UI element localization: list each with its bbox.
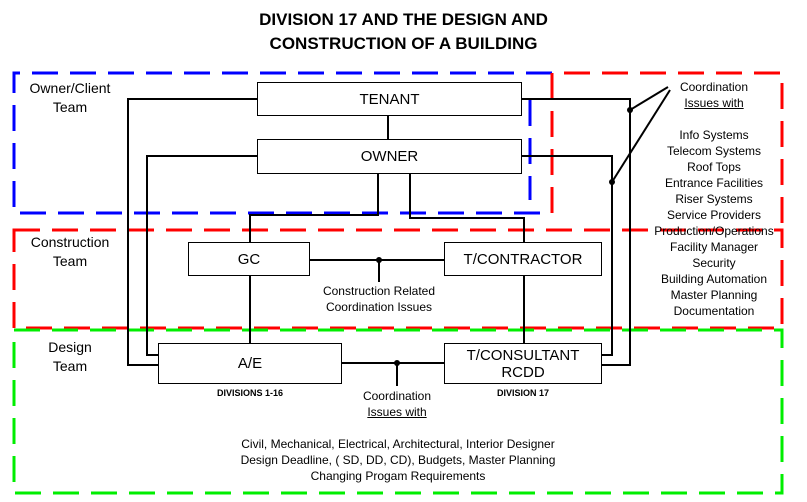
tenant-box-label: TENANT	[359, 90, 420, 108]
owner-box-label: OWNER	[360, 148, 419, 165]
right-coordination-item: Entrance Facilities	[664, 176, 764, 190]
construction-coordination-note: Construction Related Coordination Issues	[299, 283, 459, 315]
right-coordination-item: Documentation	[673, 304, 755, 318]
design-team-label-line-2: Team	[52, 358, 88, 374]
construction-team-label-line-1: Construction	[30, 234, 110, 250]
right-coordination-item: Building Automation	[660, 272, 768, 286]
construction-team-label-line-2: Team	[52, 253, 88, 269]
right-coordination-note: Coordination Issues with	[664, 79, 764, 111]
construction-coordination-line-1: Construction Related	[322, 284, 436, 298]
ae-box: A/E	[158, 343, 342, 384]
owner-client-team-zone	[12, 71, 552, 215]
owner-client-team-label-line-2: Team	[52, 99, 88, 115]
right-coordination-item: Service Providers	[666, 208, 762, 222]
design-team-label-line-1: Design	[48, 339, 92, 355]
t-consultant-box-label-line-1: T/CONSULTANT	[466, 346, 580, 364]
diagram-title-line-2: CONSTRUCTION OF A BUILDING	[269, 34, 538, 53]
right-coordination-item: Riser Systems	[675, 192, 753, 206]
t-consultant-box: T/CONSULTANT RCDD	[444, 343, 602, 384]
junction-dots	[376, 107, 633, 366]
right-coordination-item: Master Planning	[670, 288, 758, 302]
design-coordination-line-1: Coordination	[362, 389, 432, 403]
design-coordination-item: Civil, Mechanical, Electrical, Architect…	[241, 437, 555, 451]
design-coordination-note: Coordination Issues with	[337, 388, 457, 420]
construction-team-zone	[12, 228, 784, 330]
right-coordination-item: Telecom Systems	[666, 144, 762, 158]
owner-box: OWNER	[257, 139, 522, 174]
construction-coordination-line-2: Coordination Issues	[325, 300, 433, 314]
t-consultant-box-label-line-2: RCDD	[501, 363, 545, 381]
right-coordination-line-1: Coordination	[679, 80, 749, 94]
ae-divisions-label: DIVISIONS 1-16	[216, 388, 284, 398]
right-coordination-item: Roof Tops	[687, 160, 741, 174]
design-coordination-item: Changing Progam Requirements	[310, 469, 486, 483]
t-contractor-box: T/CONTRACTOR	[444, 242, 602, 276]
right-coordination-item: Facility Manager	[669, 240, 759, 254]
construction-team-label: Construction Team	[20, 233, 120, 271]
design-team-label: Design Team	[20, 338, 120, 376]
design-coordination-item: Design Deadline, ( SD, DD, CD), Budgets,…	[240, 453, 556, 467]
right-coordination-item: Production/Operations	[654, 224, 774, 238]
gc-box-label: GC	[237, 250, 261, 268]
connector-lines	[127, 86, 671, 386]
tenant-box: TENANT	[257, 82, 522, 116]
design-coordination-line-2: Issues with	[367, 405, 427, 419]
right-coordination-item: Info Systems	[679, 128, 749, 142]
t-contractor-box-label: T/CONTRACTOR	[463, 250, 583, 268]
t-consultant-division-label: DIVISION 17	[496, 388, 550, 398]
gc-box: GC	[188, 242, 310, 276]
design-team-zone	[12, 328, 784, 495]
right-coordination-item: Security	[692, 256, 736, 270]
owner-client-team-label-line-1: Owner/Client	[29, 80, 111, 96]
diagram-title-line-1: DIVISION 17 AND THE DESIGN AND	[259, 10, 548, 29]
design-coordination-list: Civil, Mechanical, Electrical, Architect…	[100, 436, 696, 484]
ae-box-label: A/E	[237, 355, 263, 372]
owner-client-team-label: Owner/Client Team	[20, 79, 120, 117]
right-coordination-list: Info Systems Telecom Systems Roof Tops E…	[640, 127, 788, 319]
right-coordination-line-2: Issues with	[684, 96, 744, 110]
